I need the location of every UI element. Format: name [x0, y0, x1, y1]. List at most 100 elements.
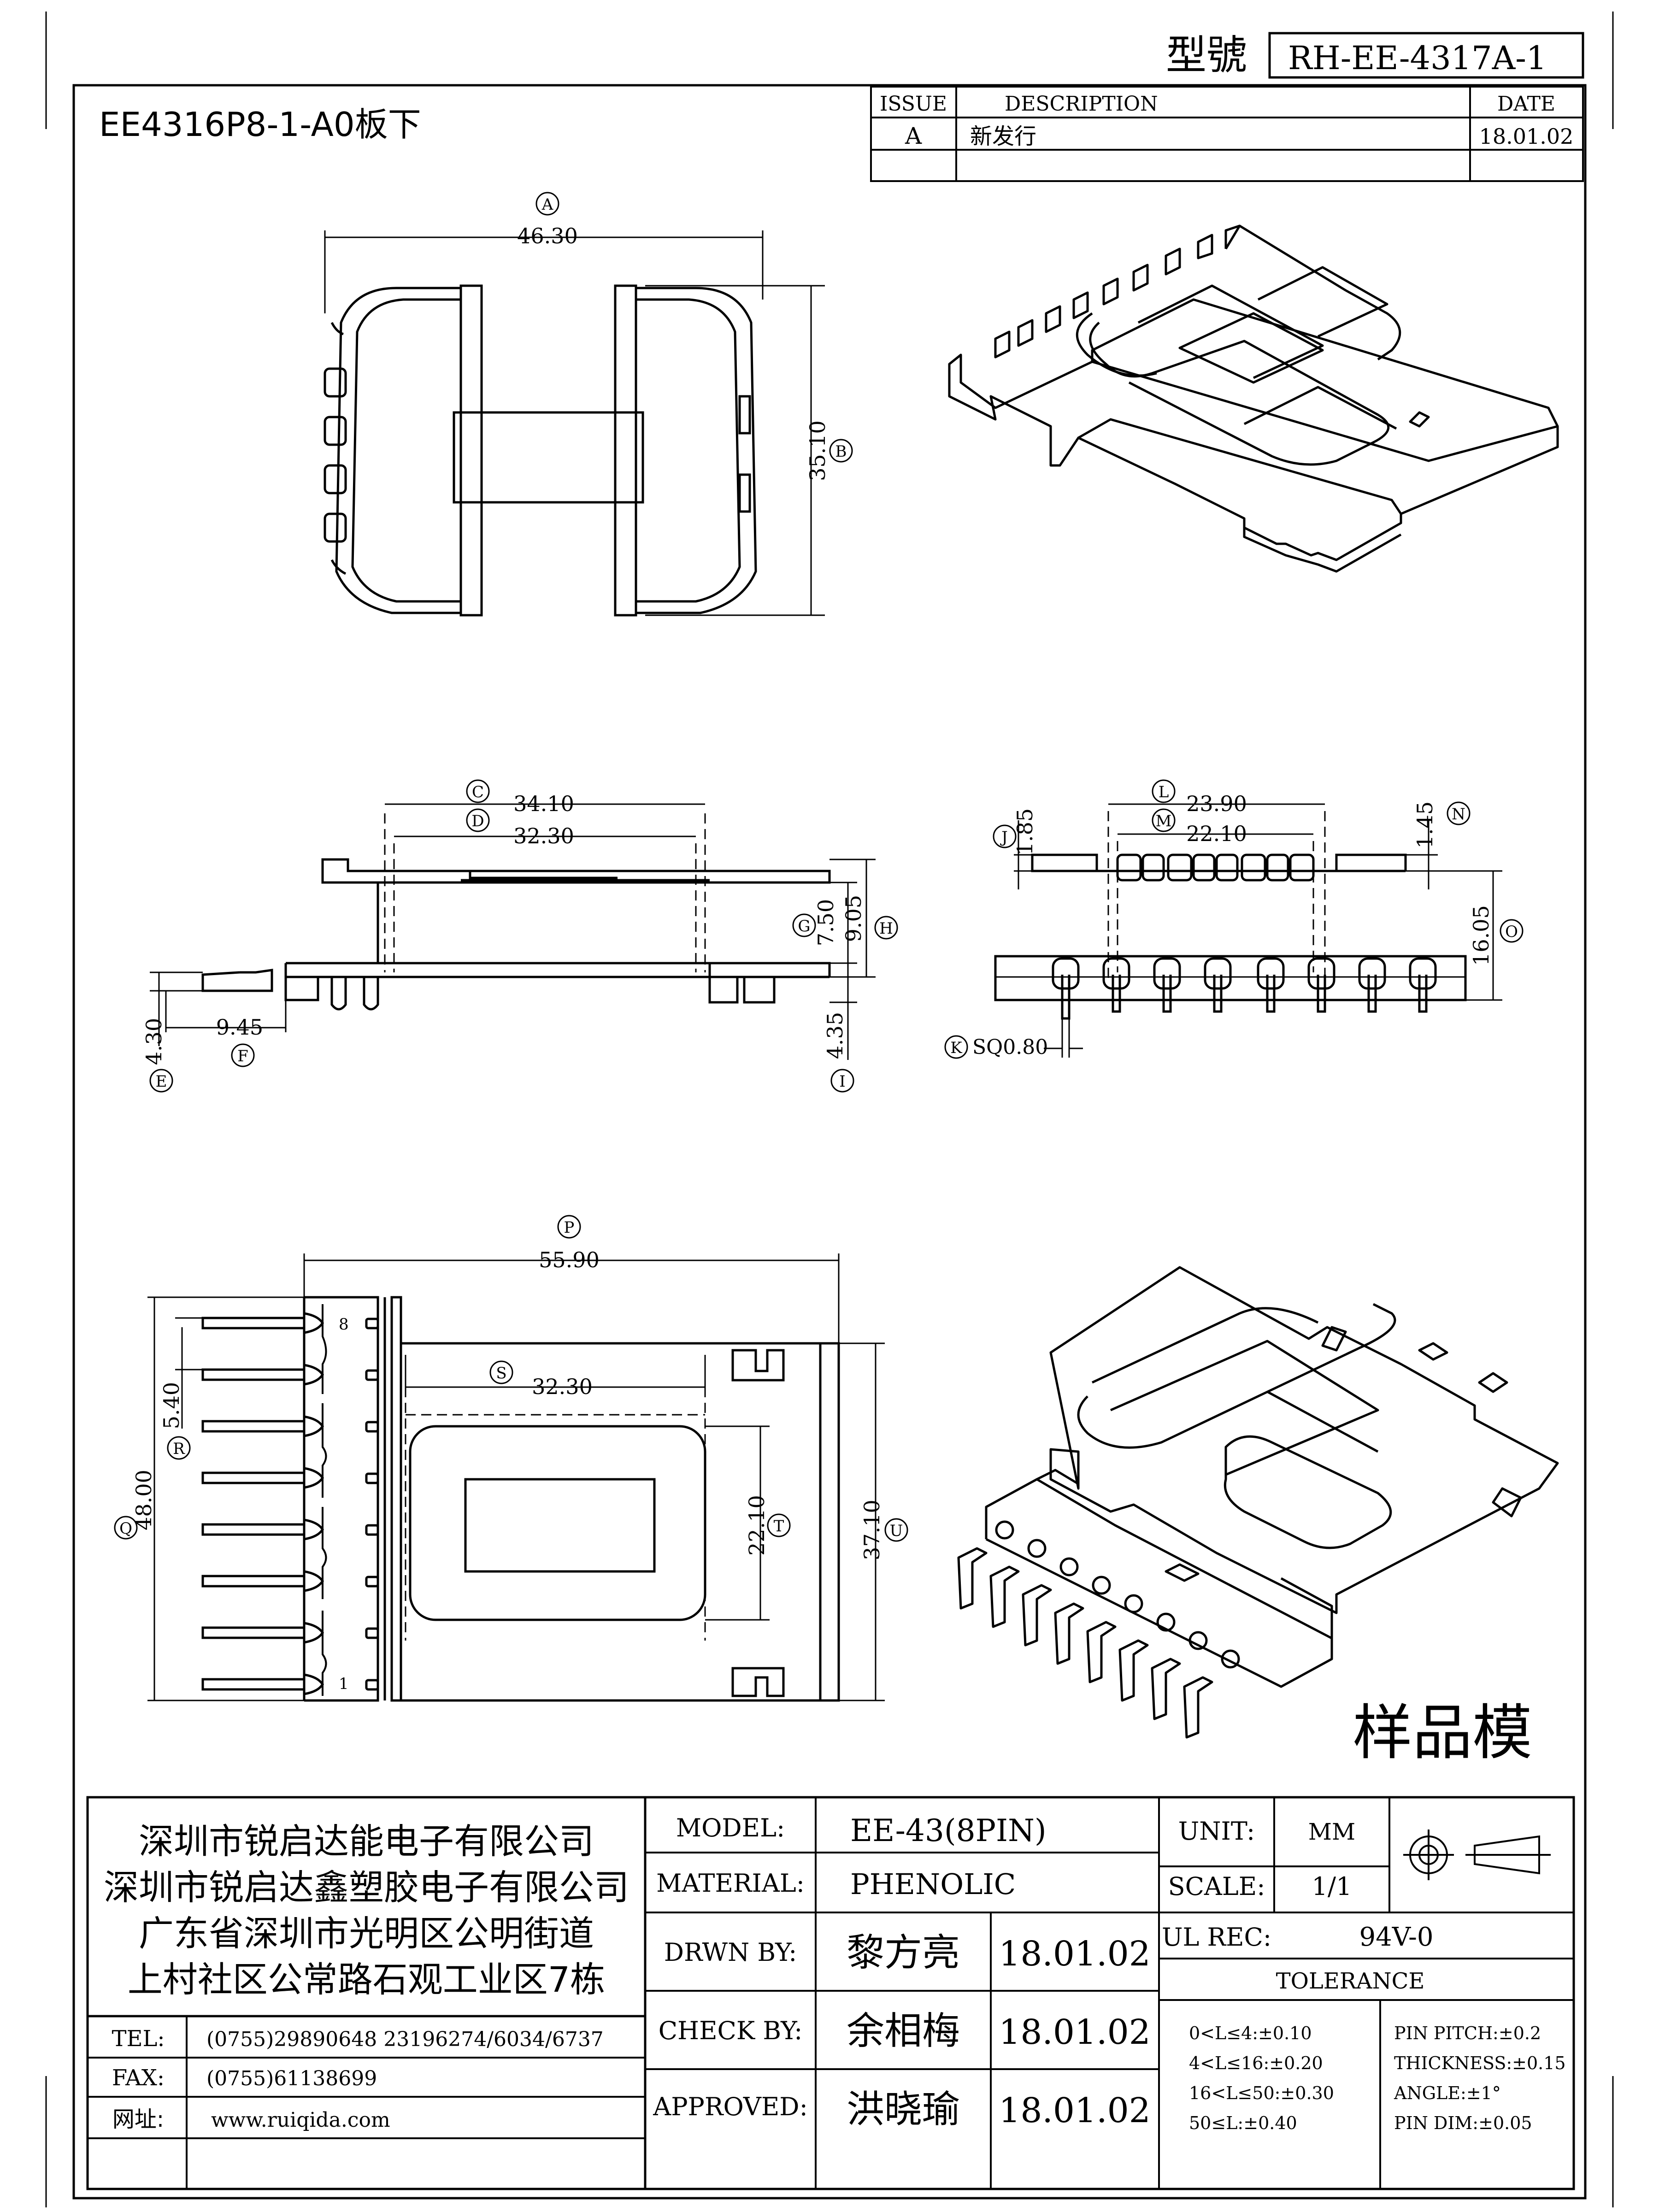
tel-value: (0755)29890648 23196274/6034/6737 — [206, 2028, 604, 2051]
svg-text:I: I — [839, 1072, 845, 1091]
dim-F: 9.45 F — [216, 1015, 263, 1067]
pin-label-last: 8 — [339, 1315, 349, 1334]
company-address-1: 广东省深圳市光明区公明街道 — [139, 1913, 594, 1954]
scale-label: SCALE: — [1168, 1872, 1265, 1901]
dim-G: G 7.50 — [792, 899, 838, 946]
svg-text:H: H — [879, 919, 893, 938]
revision-date: 18.01.02 — [1479, 124, 1574, 149]
svg-text:7.50: 7.50 — [813, 899, 838, 946]
check-by-label: CHECK BY: — [659, 2016, 803, 2045]
tolerance-thickness: THICKNESS:±0.15 — [1394, 2053, 1566, 2073]
svg-text:46.30: 46.30 — [517, 224, 578, 248]
svg-text:1.45: 1.45 — [1412, 801, 1437, 848]
material-label: MATERIAL: — [656, 1869, 805, 1898]
bottom-view — [201, 1296, 840, 1702]
unit-label: UNIT: — [1178, 1817, 1255, 1846]
dimension-labels: A 46.30 35.10 B C 34.10 D 32.30 4.30 E 9… — [114, 192, 1524, 1693]
dim-I: 4.35 I — [823, 1012, 854, 1093]
dim-R: 5.40 R — [159, 1382, 191, 1460]
drawn-date: 18.01.02 — [999, 1934, 1151, 1974]
dim-E: 4.30 E — [141, 1018, 173, 1093]
svg-text:N: N — [1452, 805, 1465, 824]
bottom-view-dims — [147, 1253, 885, 1701]
isometric-view-bottom — [957, 1266, 1559, 1739]
model-value: EE-43(8PIN) — [850, 1813, 1047, 1848]
svg-text:J: J — [1000, 828, 1008, 847]
dim-S: S 32.30 — [489, 1360, 593, 1399]
dim-H: 9.05 H — [841, 895, 898, 942]
svg-text:32.30: 32.30 — [513, 824, 574, 848]
ul-rec-value: 94V-0 — [1359, 1922, 1433, 1952]
tolerance-title: TOLERANCE — [1276, 1968, 1425, 1994]
svg-text:P: P — [564, 1218, 575, 1237]
check-by-name: 余相梅 — [847, 2009, 960, 2053]
svg-text:48.00: 48.00 — [131, 1470, 156, 1530]
svg-text:34.10: 34.10 — [513, 791, 574, 816]
dim-C: C 34.10 — [466, 779, 574, 816]
front-view-hidden — [384, 813, 706, 972]
top-view-dims — [324, 230, 825, 616]
company-address-2: 上村社区公常路石观工业区7栋 — [128, 1959, 605, 2000]
isometric-view-top — [948, 224, 1559, 573]
svg-text:A: A — [541, 195, 553, 214]
dim-M: M 22.10 — [1152, 808, 1247, 846]
tolerance-angle: ANGLE:±1° — [1394, 2083, 1501, 2103]
projection-symbol-icon — [1403, 1830, 1551, 1880]
svg-text:D: D — [471, 812, 484, 830]
sample-stamp: 样品模 — [1353, 1698, 1532, 1768]
revision-header-date: DATE — [1497, 92, 1555, 116]
title-block: 深圳市锐启达能电子有限公司 深圳市锐启达鑫塑胶电子有限公司 广东省深圳市光明区公… — [86, 1796, 1575, 2190]
svg-text:37.10: 37.10 — [859, 1500, 884, 1560]
dim-Q: Q 48.00 — [114, 1470, 156, 1540]
revision-table: ISSUE DESCRIPTION DATE A 新发行 18.01.02 — [870, 86, 1584, 182]
model-number: RH-EE-4317A-1 — [1288, 39, 1547, 77]
side-view-hidden — [1107, 811, 1326, 982]
svg-text:16.05: 16.05 — [1469, 905, 1494, 966]
svg-text:O: O — [1505, 923, 1518, 941]
svg-text:22.10: 22.10 — [744, 1495, 769, 1556]
svg-text:G: G — [798, 917, 810, 935]
fax-label: FAX: — [112, 2065, 165, 2091]
tolerance-range-3: 16<L≤50:±0.30 — [1189, 2083, 1334, 2103]
svg-text:22.10: 22.10 — [1186, 821, 1247, 846]
side-view — [994, 853, 1467, 1020]
svg-text:SQ0.80: SQ0.80 — [972, 1035, 1048, 1059]
dim-T: 22.10 T — [744, 1495, 791, 1556]
sheet-frame — [45, 12, 1614, 2207]
part-name: EE4316P8-1-A0板下 — [99, 105, 421, 144]
svg-text:K: K — [950, 1039, 962, 1057]
bottom-view-hidden — [405, 1387, 706, 1641]
svg-text:23.90: 23.90 — [1186, 791, 1247, 816]
top-view — [324, 284, 757, 617]
revision-issue: A — [905, 123, 922, 149]
svg-text:S: S — [496, 1364, 506, 1382]
svg-text:9.45: 9.45 — [216, 1015, 263, 1040]
dim-K: K SQ0.80 — [944, 1035, 1048, 1059]
drawn-by-label: DRWN BY: — [664, 1938, 797, 1967]
tolerance-pin-pitch: PIN PITCH:±0.2 — [1394, 2023, 1541, 2043]
company-name-2: 深圳市锐启达鑫塑胶电子有限公司 — [104, 1867, 629, 1908]
tolerance-pin-dim: PIN DIM:±0.05 — [1394, 2113, 1532, 2133]
bottom-view-pins — [201, 1312, 379, 1694]
side-view-pins — [1052, 957, 1437, 1020]
svg-text:4.30: 4.30 — [141, 1018, 166, 1065]
revision-header-description: DESCRIPTION — [1005, 92, 1158, 116]
svg-text:Q: Q — [119, 1519, 132, 1538]
svg-text:R: R — [173, 1440, 185, 1458]
dim-B: 35.10 B — [805, 420, 853, 481]
model-number-header: 型號 RH-EE-4317A-1 — [1166, 31, 1584, 79]
unit-value: MM — [1308, 1818, 1355, 1845]
approved-by-label: APPROVED: — [653, 2092, 808, 2121]
scale-value: 1/1 — [1312, 1872, 1352, 1901]
website-label: 网址: — [112, 2106, 164, 2132]
svg-text:9.05: 9.05 — [841, 895, 866, 942]
ul-rec-label: UL REC: — [1162, 1923, 1271, 1952]
tolerance-range-1: 0<L≤4:±0.10 — [1189, 2023, 1312, 2043]
revision-header-issue: ISSUE — [880, 92, 947, 116]
svg-text:M: M — [1156, 812, 1172, 830]
iso-pins — [957, 1520, 1240, 1739]
svg-text:B: B — [835, 442, 847, 461]
dim-U: 37.10 U — [859, 1500, 908, 1560]
bottom-view-slots — [322, 1304, 327, 1696]
